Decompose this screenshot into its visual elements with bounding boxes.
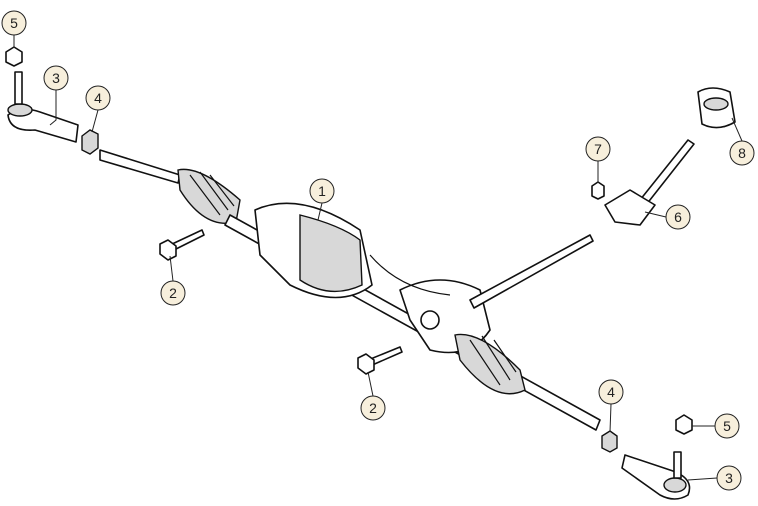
nut-5-right	[675, 414, 693, 435]
steering-rack-assembly	[99, 149, 601, 431]
callout-7: 7	[585, 136, 611, 162]
intermediate-shaft-6	[604, 139, 695, 226]
bolt-2-left	[159, 229, 205, 261]
nut-5-left	[5, 46, 23, 67]
svg-text:2: 2	[369, 400, 377, 416]
bushing-8	[697, 87, 736, 129]
nut-4-left	[81, 129, 99, 155]
svg-text:4: 4	[607, 384, 615, 400]
callout-6: 6	[665, 204, 691, 230]
svg-text:5: 5	[723, 418, 731, 434]
nut-4-right	[601, 430, 618, 453]
svg-text:4: 4	[94, 90, 102, 106]
svg-text:5: 5	[10, 15, 18, 31]
callout-4: 4	[85, 85, 111, 111]
svg-text:8: 8	[738, 145, 746, 161]
svg-text:1: 1	[318, 183, 326, 199]
tie-rod-end-right	[621, 451, 691, 500]
callout-4: 4	[598, 379, 624, 405]
svg-text:3: 3	[52, 70, 60, 86]
callout-3: 3	[716, 465, 742, 491]
callout-2: 2	[360, 395, 386, 421]
leader-lines	[13, 35, 743, 481]
callout-5: 5	[1, 10, 27, 36]
svg-text:2: 2	[169, 285, 177, 301]
svg-text:6: 6	[674, 209, 682, 225]
svg-text:7: 7	[594, 141, 602, 157]
callout-1: 1	[309, 178, 335, 204]
svg-text:3: 3	[725, 470, 733, 486]
callout-2: 2	[160, 280, 186, 306]
callout-3: 3	[43, 65, 69, 91]
tie-rod-end-left	[7, 71, 79, 143]
callout-5: 5	[714, 413, 740, 439]
bolt-7	[591, 181, 605, 200]
callout-8: 8	[729, 140, 755, 166]
bolt-2-right	[357, 346, 403, 375]
